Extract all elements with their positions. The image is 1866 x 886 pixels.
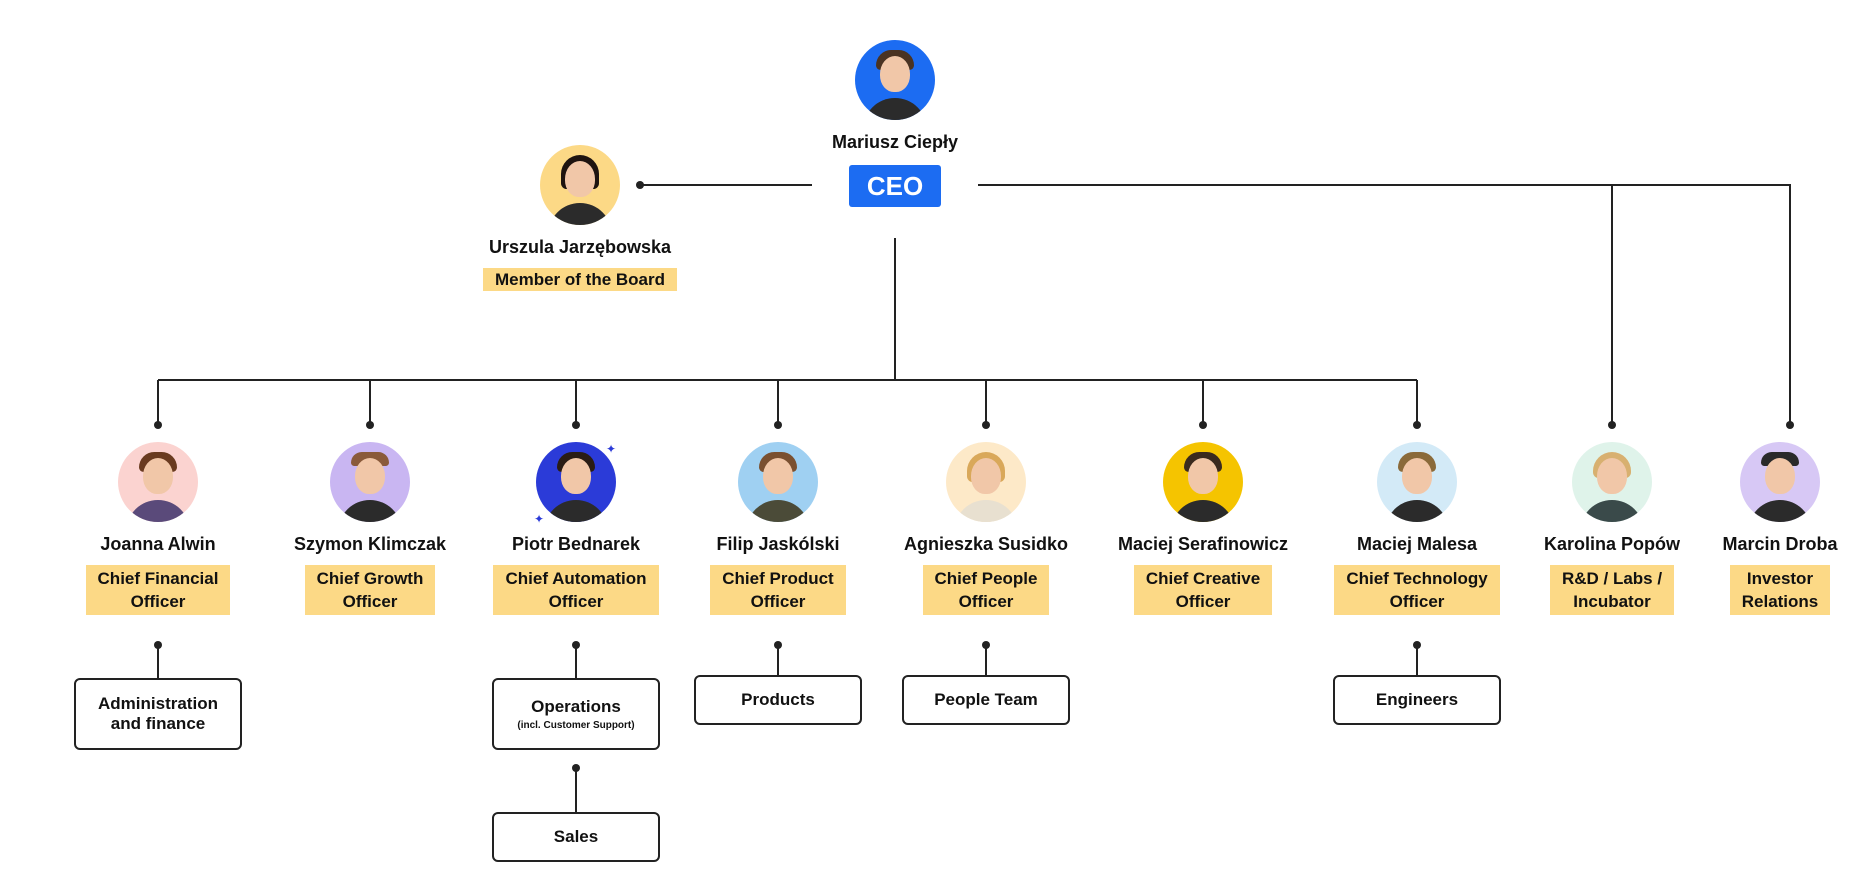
executive-avatar (1740, 442, 1820, 522)
dot-engineers (1413, 641, 1421, 649)
dot-cao (572, 421, 580, 429)
executive-name: Piotr Bednarek (511, 534, 641, 554)
ceo-avatar (855, 40, 935, 120)
executive-name: Marcin Droba (1722, 534, 1838, 554)
dot-cgo (366, 421, 374, 429)
executive-avatar (536, 442, 616, 522)
dot-admin (154, 641, 162, 649)
dot-board (636, 181, 644, 189)
executive-avatar (330, 442, 410, 522)
team-people: People Team (902, 675, 1070, 725)
sparkle-icon: ✦ (534, 512, 545, 526)
dot-sales (572, 764, 580, 772)
executive-name: Filip Jaskólski (716, 534, 840, 554)
executive-avatar (1572, 442, 1652, 522)
executive-avatar (1377, 442, 1457, 522)
team-operations-subtitle: (incl. Customer Support) (517, 720, 635, 731)
dot-cco (1199, 421, 1207, 429)
executive-name: Karolina Popów (1543, 534, 1680, 554)
board-member-name: Urszula Jarzębowska (488, 237, 672, 257)
team-engineers: Engineers (1333, 675, 1501, 725)
dot-investor (1786, 421, 1794, 429)
ceo-name: Mariusz Ciepły (831, 132, 959, 152)
connector-ceo-right (978, 184, 1791, 425)
dot-cpo (774, 421, 782, 429)
executive-name: Maciej Serafinowicz (1117, 534, 1289, 554)
board-member-role: Member of the Board (482, 268, 678, 291)
executive-name: Joanna Alwin (100, 534, 216, 554)
executive-avatar (738, 442, 818, 522)
team-sales: Sales (492, 812, 660, 862)
dot-cfo (154, 421, 162, 429)
team-products: Products (694, 675, 862, 725)
board-member-node: Urszula Jarzębowska Member of the Board (480, 145, 680, 291)
executive-avatar (118, 442, 198, 522)
executive-karolina-popow: Karolina Popów R&D / Labs /Incubator (1512, 442, 1712, 615)
ceo-node: Mariusz Ciepły CEO (795, 40, 995, 207)
executive-name: Maciej Malesa (1356, 534, 1478, 554)
dot-cto (1413, 421, 1421, 429)
ceo-role-badge: CEO (848, 165, 942, 207)
executive-name: Agnieszka Susidko (903, 534, 1069, 554)
executive-avatar (1163, 442, 1243, 522)
dot-people-team (982, 641, 990, 649)
dot-products (774, 641, 782, 649)
team-operations: Operations (incl. Customer Support) (492, 678, 660, 750)
dot-people (982, 421, 990, 429)
board-member-avatar (540, 145, 620, 225)
dot-rnd (1608, 421, 1616, 429)
executive-avatar (946, 442, 1026, 522)
executive-name: Szymon Klimczak (293, 534, 447, 554)
dot-operations (572, 641, 580, 649)
sparkle-icon: ✦ (606, 442, 617, 456)
executive-role: R&D / Labs /Incubator (1549, 565, 1675, 615)
